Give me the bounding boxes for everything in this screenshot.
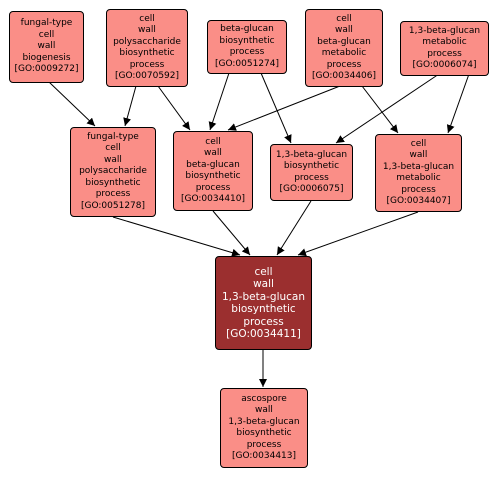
node-label-line: 1,3-beta-glucan (408, 25, 481, 36)
node-label-line: polysaccharide (113, 36, 181, 47)
node-label-line: biosynthetic (219, 35, 275, 46)
node-go-id: [GO:0034413] (231, 451, 297, 461)
node-label-line: wall (409, 150, 428, 160)
edge-GO0051274-to-GO0034410 (208, 72, 230, 131)
node-go-id: [GO:0034407] (386, 196, 451, 206)
edge-GO0034410-to-GO0034411 (212, 210, 251, 256)
node-label-line: 1,3-beta-glucan (382, 161, 455, 172)
edge-GO0009272-to-GO0051278 (48, 81, 96, 127)
node-go-id: [GO:0009272] (14, 64, 79, 75)
node-label-line: wall (253, 278, 274, 290)
edge-GO0034407-to-GO0034411 (297, 211, 419, 257)
node-label-line: polysaccharide (79, 166, 147, 177)
node-go-id: [GO:0034411] (226, 328, 301, 340)
node-label-line: process (427, 48, 462, 59)
node-label-line: biosynthetic (283, 161, 340, 171)
node-label-line: biosynthetic (185, 171, 241, 181)
edge-GO0070592-to-GO0051278 (123, 85, 137, 127)
node-label-line: process (246, 439, 282, 450)
node-label-line: process (294, 172, 329, 183)
node-label-line: fungal-type (87, 131, 139, 142)
node-label-line: biosynthetic (231, 303, 296, 315)
node-label-line: 1,3-beta-glucan (275, 149, 348, 160)
node-label-line: process (195, 182, 231, 193)
node-label-line: metabolic (321, 48, 367, 58)
node-label-line: process (129, 59, 165, 70)
node-go-id: [GO:0034406] (311, 71, 377, 81)
node-label-line: process (229, 47, 265, 57)
node-label-line: wall (138, 25, 156, 35)
node-go-id: [GO:0051278] (80, 200, 146, 211)
node-label-line: cell (336, 13, 352, 24)
node-go-id: [GO:0006074] (412, 60, 477, 70)
node-go-id: [GO:0006075] (279, 184, 344, 194)
node-label-line: cell (205, 136, 221, 147)
edge-GO0006075-to-GO0034411 (276, 200, 312, 256)
node-go-id: [GO:0051274] (214, 58, 280, 69)
node-label-line: process (326, 59, 362, 70)
edge-GO0034406-to-GO0034410 (227, 85, 341, 131)
node-label-line: cell (38, 29, 55, 40)
edge-GO0034406-to-GO0034407 (361, 85, 399, 134)
node-go-id: [GO:0070592] (114, 71, 180, 81)
node-label-line: beta-glucan (317, 36, 371, 47)
edge-GO0051278-to-GO0034411 (112, 216, 241, 257)
node-label-line: fungal-type (20, 18, 73, 29)
node-label-line: beta-glucan (220, 24, 274, 34)
node-label-line: wall (204, 148, 222, 158)
node-label-line: cell (254, 265, 273, 278)
node-label-line: process (243, 315, 284, 328)
edge-GO0006074-to-GO0006075 (335, 73, 440, 144)
node-label-line: biosynthetic (236, 428, 292, 438)
node-label-line: wall (255, 405, 273, 415)
node-label-line: process (401, 184, 436, 195)
node-label-line: metabolic (422, 37, 467, 47)
node-label-line: biogenesis (22, 52, 71, 63)
node-label-line: cell (105, 143, 121, 154)
node-label-line: 1,3-beta-glucan (228, 416, 300, 427)
node-label-line: cell (410, 138, 427, 149)
node-go-id: [GO:0034410] (180, 194, 246, 204)
node-label-line: biosynthetic (85, 177, 141, 188)
edge-GO0070592-to-GO0034410 (157, 85, 191, 131)
node-label-line: cell (139, 13, 155, 24)
node-label-line: wall (37, 41, 56, 52)
node-label-line: biosynthetic (119, 48, 175, 58)
node-label-line: process (95, 189, 131, 200)
node-label-line: wall (335, 25, 353, 35)
edge-GO0006074-to-GO0034407 (446, 73, 470, 134)
node-label-line: ascospore (241, 393, 287, 404)
node-label-line: wall (104, 154, 122, 165)
node-label-line: beta-glucan (186, 159, 240, 170)
edge-GO0051274-to-GO0006075 (260, 72, 292, 144)
node-label-line: 1,3-beta-glucan (221, 290, 306, 303)
node-label-line: metabolic (396, 173, 441, 183)
